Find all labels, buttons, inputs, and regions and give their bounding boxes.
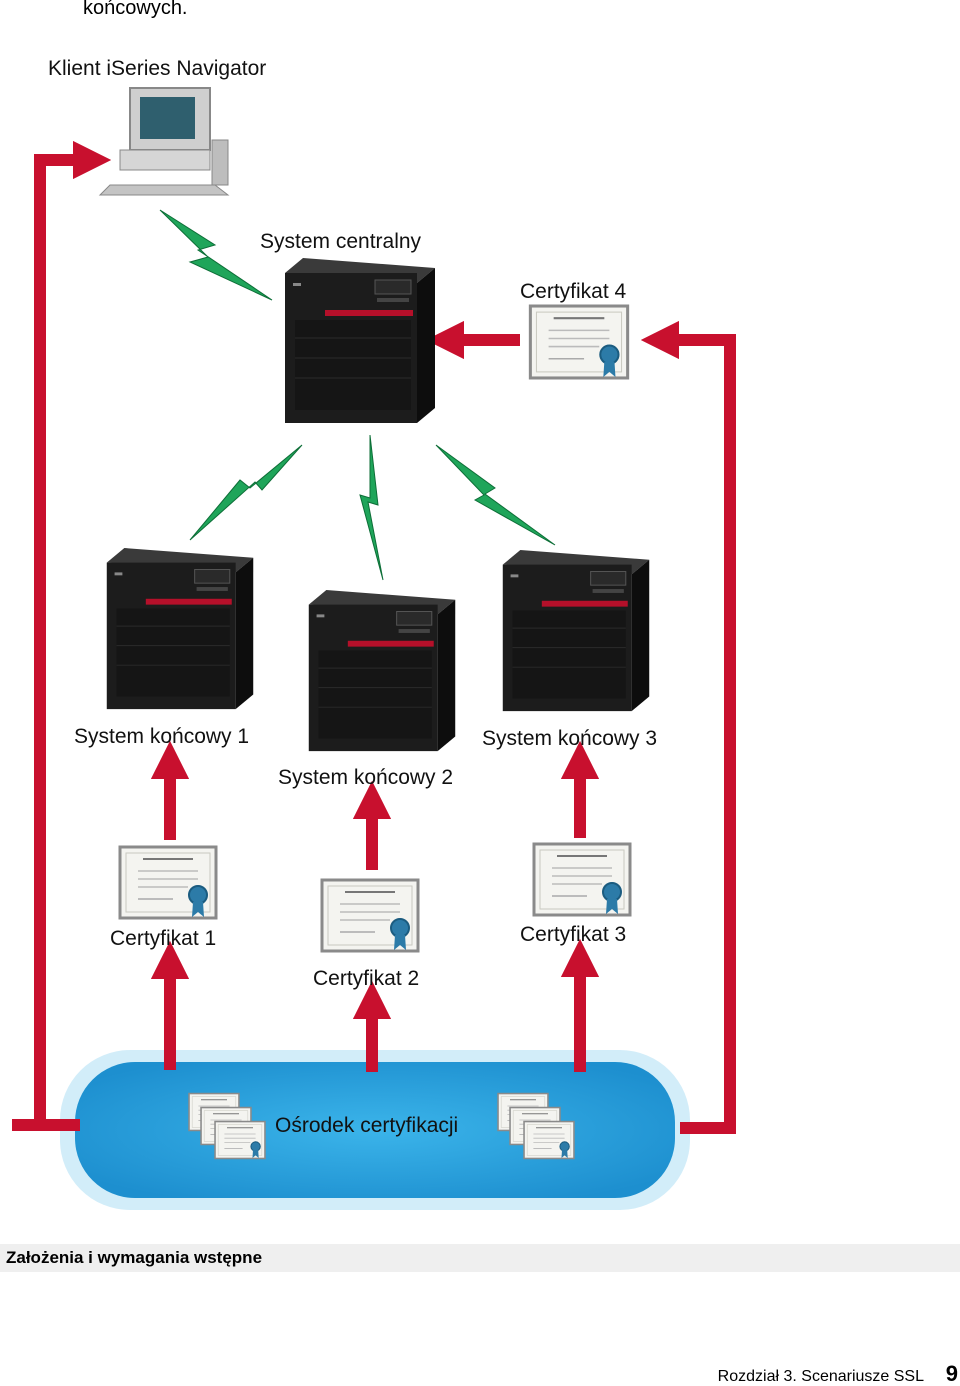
connector-arrows xyxy=(12,140,736,1134)
end1-label: System końcowy 1 xyxy=(74,725,249,748)
page-number: 9 xyxy=(945,1361,958,1386)
client-label: Klient iSeries Navigator xyxy=(48,57,266,80)
end-server-2 xyxy=(308,590,456,752)
end2-label: System końcowy 2 xyxy=(278,766,453,789)
certificate-2 xyxy=(320,878,420,953)
end-server-1 xyxy=(106,548,254,710)
footer-chapter: Rozdział 3. Scenariusze SSL xyxy=(717,1368,924,1385)
cert2-label: Certyfikat 2 xyxy=(313,967,419,990)
cert3-label: Certyfikat 3 xyxy=(520,923,626,946)
cert4-label: Certyfikat 4 xyxy=(520,280,627,303)
end3-label: System końcowy 3 xyxy=(482,727,657,750)
ca-label: Ośrodek certyfikacji xyxy=(275,1114,458,1137)
section-heading: Założenia i wymagania wstępne xyxy=(0,1244,960,1272)
certificate-4 xyxy=(528,304,630,380)
ssl-scenario-diagram: Klient iSeries Navigator System centraln… xyxy=(12,57,736,1210)
certificate-1 xyxy=(118,845,218,920)
end-server-3 xyxy=(502,550,650,712)
intro-tail-text: końcowych. xyxy=(83,0,188,19)
client-workstation xyxy=(98,87,230,196)
certificate-3 xyxy=(532,842,632,917)
cert1-label: Certyfikat 1 xyxy=(110,927,216,950)
lightning-links xyxy=(159,209,556,581)
central-label: System centralny xyxy=(260,230,422,253)
central-server xyxy=(285,258,435,424)
